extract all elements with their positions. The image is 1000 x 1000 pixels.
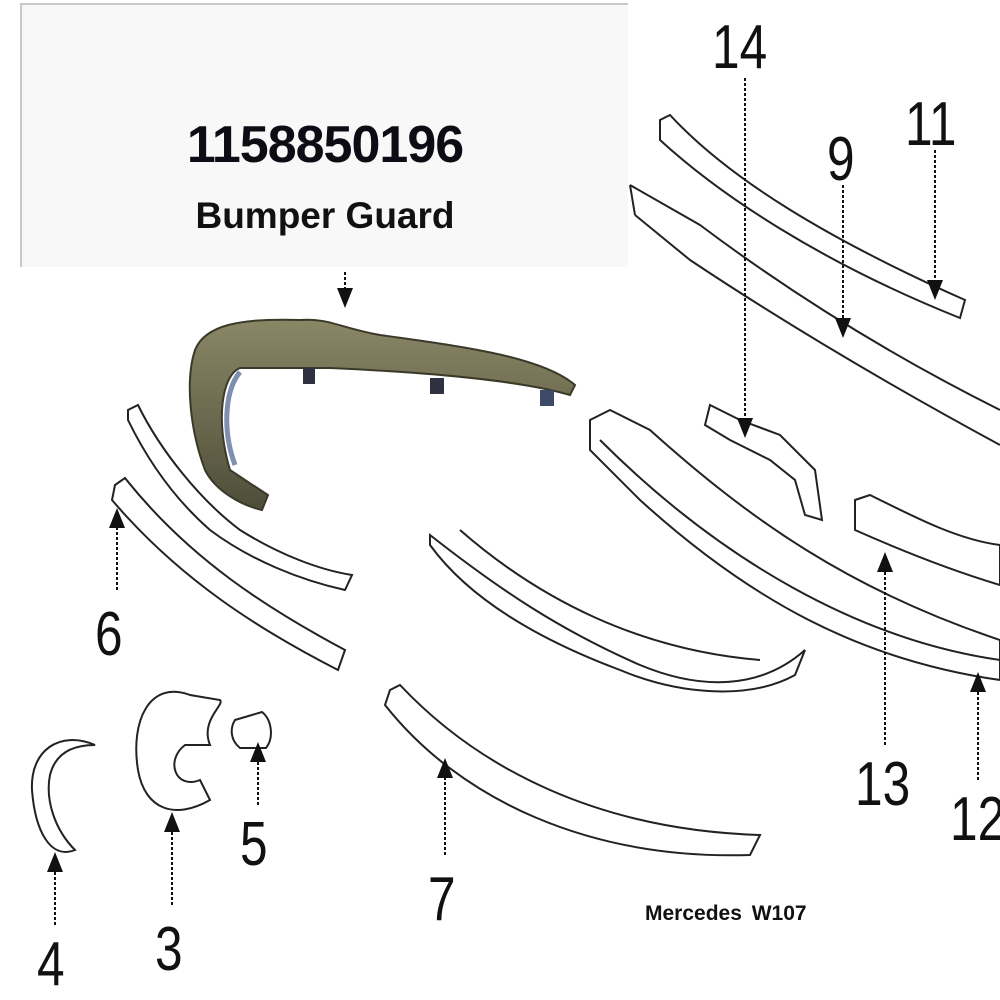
callout-6: 6 — [95, 599, 123, 669]
end-cap-4 — [30, 739, 96, 853]
callout-13: 13 — [855, 749, 910, 819]
vehicle-caption: Mercedes W107 — [645, 902, 807, 926]
callout-4: 4 — [37, 929, 65, 999]
bracket-14 — [703, 403, 824, 522]
callout-7: 7 — [428, 864, 456, 934]
callout-11: 11 — [905, 89, 956, 159]
callout-3: 3 — [155, 914, 183, 984]
callout-5: 5 — [240, 809, 268, 879]
part-number: 1158850196 — [186, 116, 464, 174]
bumper-guard-image — [188, 318, 577, 512]
vehicle-model: W107 — [751, 902, 807, 925]
lower-strip — [429, 529, 806, 693]
callout-12: 12 — [950, 784, 1000, 854]
rubber-buffer-5 — [230, 710, 272, 749]
bumper-bar — [589, 408, 1000, 682]
trim-strip-7 — [383, 683, 762, 857]
vehicle-make: Mercedes — [645, 902, 742, 925]
bracket-13 — [854, 493, 1000, 587]
callout-9: 9 — [827, 124, 855, 194]
callout-14: 14 — [712, 12, 767, 82]
part-name: Bumper Guard — [195, 195, 455, 236]
trim-strip-6 — [110, 403, 354, 672]
part-info-box: 1158850196 Bumper Guard — [20, 3, 628, 267]
end-cap-3 — [135, 690, 222, 811]
trim-strip-11 — [659, 113, 967, 320]
callout-arrows — [47, 78, 986, 925]
bumper-strip-9 — [629, 184, 1000, 446]
